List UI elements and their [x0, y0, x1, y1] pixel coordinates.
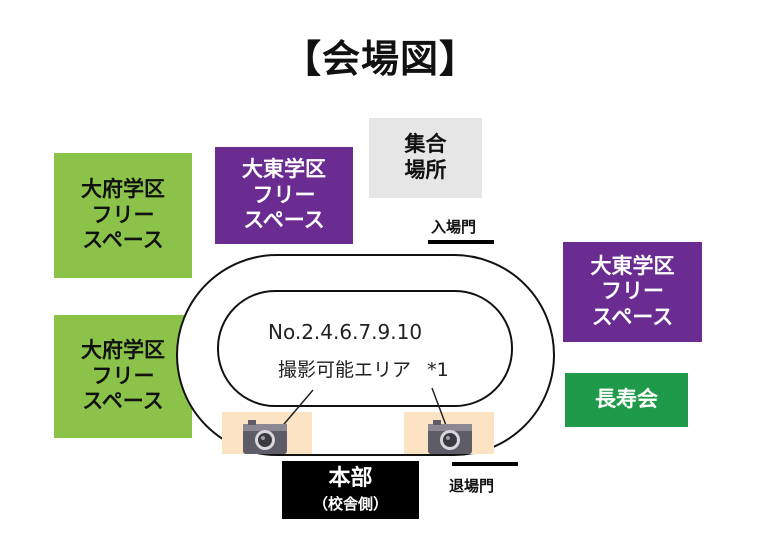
pointer-line-left — [278, 389, 314, 431]
area-line: 大府学区 — [81, 338, 165, 363]
entrance-gate-bar — [428, 240, 494, 244]
ofu-free-space-top: 大府学区 フリー スペース — [54, 153, 192, 278]
area-line: 大東学区 — [242, 157, 326, 182]
entrance-gate-label: 入場門 — [431, 218, 477, 236]
area-line: 集合 — [404, 132, 447, 157]
camera-icon — [428, 420, 472, 454]
photo-area-text: 撮影可能エリア — [278, 359, 412, 381]
photo-area-label: 撮影可能エリア *1 — [278, 355, 449, 382]
headquarters-label: 本部 — [328, 466, 373, 492]
headquarters-box: 本部 （校舎側） — [282, 461, 419, 519]
gathering-place: 集合 場所 — [369, 118, 482, 198]
track-infield — [217, 290, 513, 407]
camera-icon — [243, 420, 287, 454]
area-line: スペース — [591, 304, 674, 329]
photo-area-note: *1 — [427, 359, 449, 381]
area-line: スペース — [243, 208, 325, 233]
area-label: 長寿会 — [595, 387, 658, 412]
ofu-free-space-bottom: 大府学区 フリー スペース — [54, 315, 192, 438]
area-line: フリー — [91, 202, 155, 227]
area-line: 大府学区 — [81, 177, 165, 202]
daito-free-space-top: 大東学区 フリー スペース — [215, 147, 353, 244]
area-line: 大東学区 — [590, 253, 675, 278]
area-line: 場所 — [404, 158, 447, 182]
event-numbers: No.2.4.6.7.9.10 — [268, 320, 423, 344]
page-title: 【会場図】 — [282, 37, 478, 81]
exit-gate-label: 退場門 — [449, 477, 495, 495]
area-line: スペース — [82, 389, 164, 414]
area-line: スペース — [82, 228, 164, 253]
daito-free-space-right: 大東学区 フリー スペース — [563, 242, 702, 342]
pointer-line-right — [431, 387, 448, 429]
headquarters-sub: （校舎側） — [312, 495, 388, 514]
area-line: フリー — [91, 363, 155, 388]
exit-gate-bar — [452, 462, 518, 466]
chojukai-area: 長寿会 — [565, 373, 688, 427]
area-line: フリー — [601, 279, 664, 304]
area-line: フリー — [252, 182, 316, 207]
